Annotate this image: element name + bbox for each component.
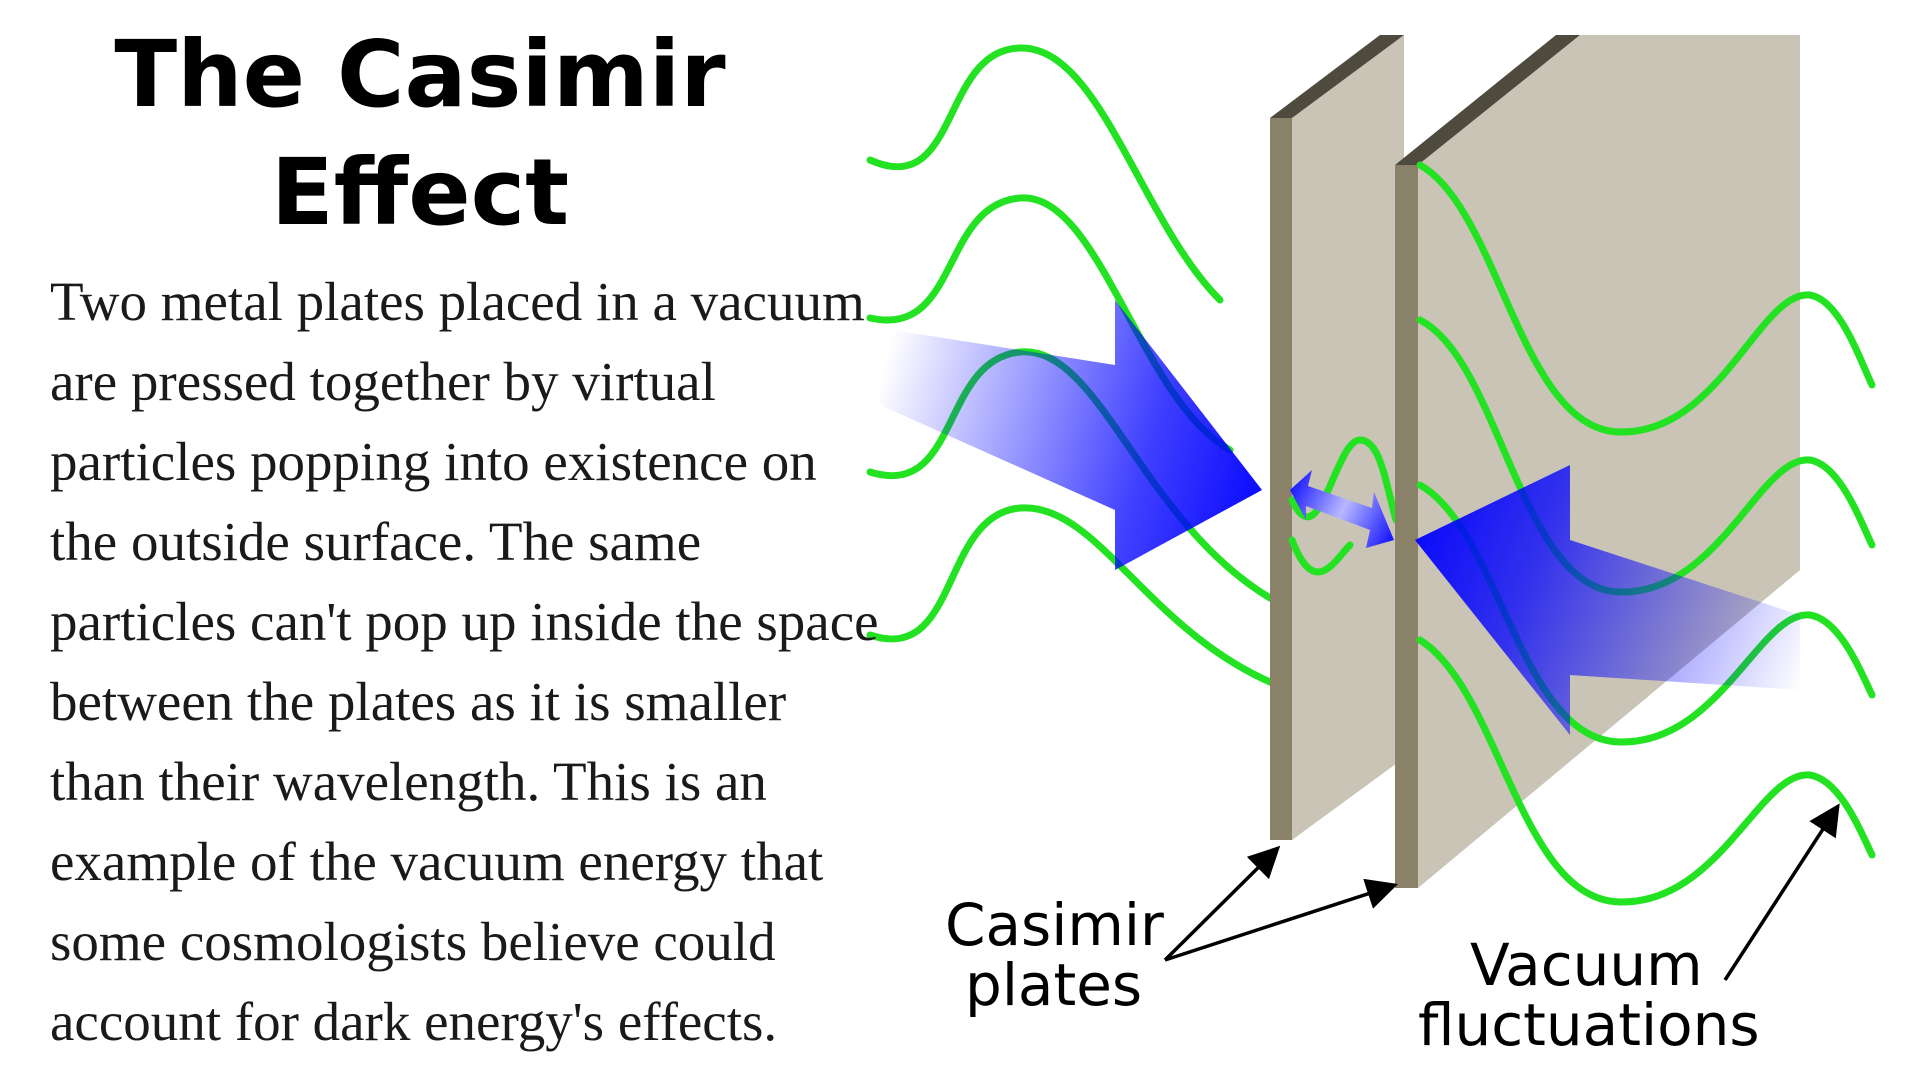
wave-left-1 (866, 44, 1224, 304)
label-vacuum-fluctuations-line2: fluctuations (1418, 991, 1760, 1059)
casimir-plate-front (1270, 35, 1404, 840)
description-line: between the plates as it is smaller (50, 671, 787, 732)
description-line: Two metal plates placed in a vacuum (50, 271, 865, 332)
page-title: The Casimir Effect (70, 16, 770, 252)
plate-front-top (1270, 35, 1404, 118)
wave-between-2 (1288, 536, 1354, 576)
casimir-attraction-arrow (1290, 470, 1394, 548)
plate-back-top (1395, 35, 1580, 165)
label-casimir-plates-line1: Casimir (945, 891, 1164, 959)
pointer-vacuum-wave (1723, 803, 1840, 981)
pointer-back-plate (1164, 878, 1398, 962)
vacuum-waves-between (1288, 436, 1400, 576)
plate-back-face (1418, 35, 1800, 888)
vacuum-pressure-arrow-left (880, 300, 1262, 570)
plate-front-edge (1270, 118, 1292, 840)
title-line-1: The Casimir (114, 21, 726, 128)
description-line: some cosmologists believe could (50, 911, 776, 972)
casimir-plate-back (1395, 35, 1800, 888)
wave-left-4 (866, 504, 1294, 694)
title-line-2: Effect (270, 139, 570, 246)
description-line: particles popping into existence on (50, 431, 817, 492)
label-casimir-plates-line2: plates (965, 951, 1142, 1019)
wave-between-1 (1288, 436, 1400, 524)
pointer-front-plate (1163, 845, 1281, 962)
description-line: example of the vacuum energy that (50, 831, 824, 892)
description-line: are pressed together by virtual (50, 351, 716, 412)
description-line: particles can't pop up inside the space (50, 591, 879, 652)
vacuum-pressure-arrow-right (1415, 465, 1800, 735)
description-line: account for dark energy's effects. (50, 991, 778, 1052)
label-vacuum-fluctuations-line1: Vacuum (1470, 931, 1703, 999)
wave-right-1 (1416, 161, 1876, 436)
description-line: than their wavelength. This is an (50, 751, 767, 812)
plate-back-edge (1395, 165, 1418, 888)
plate-front-face (1292, 35, 1404, 840)
wave-right-4 (1416, 636, 1876, 906)
callout-pointers (1163, 803, 1840, 981)
description-text: Two metal plates placed in a vacuum are … (50, 262, 950, 1062)
description-line: the outside surface. The same (50, 511, 702, 572)
